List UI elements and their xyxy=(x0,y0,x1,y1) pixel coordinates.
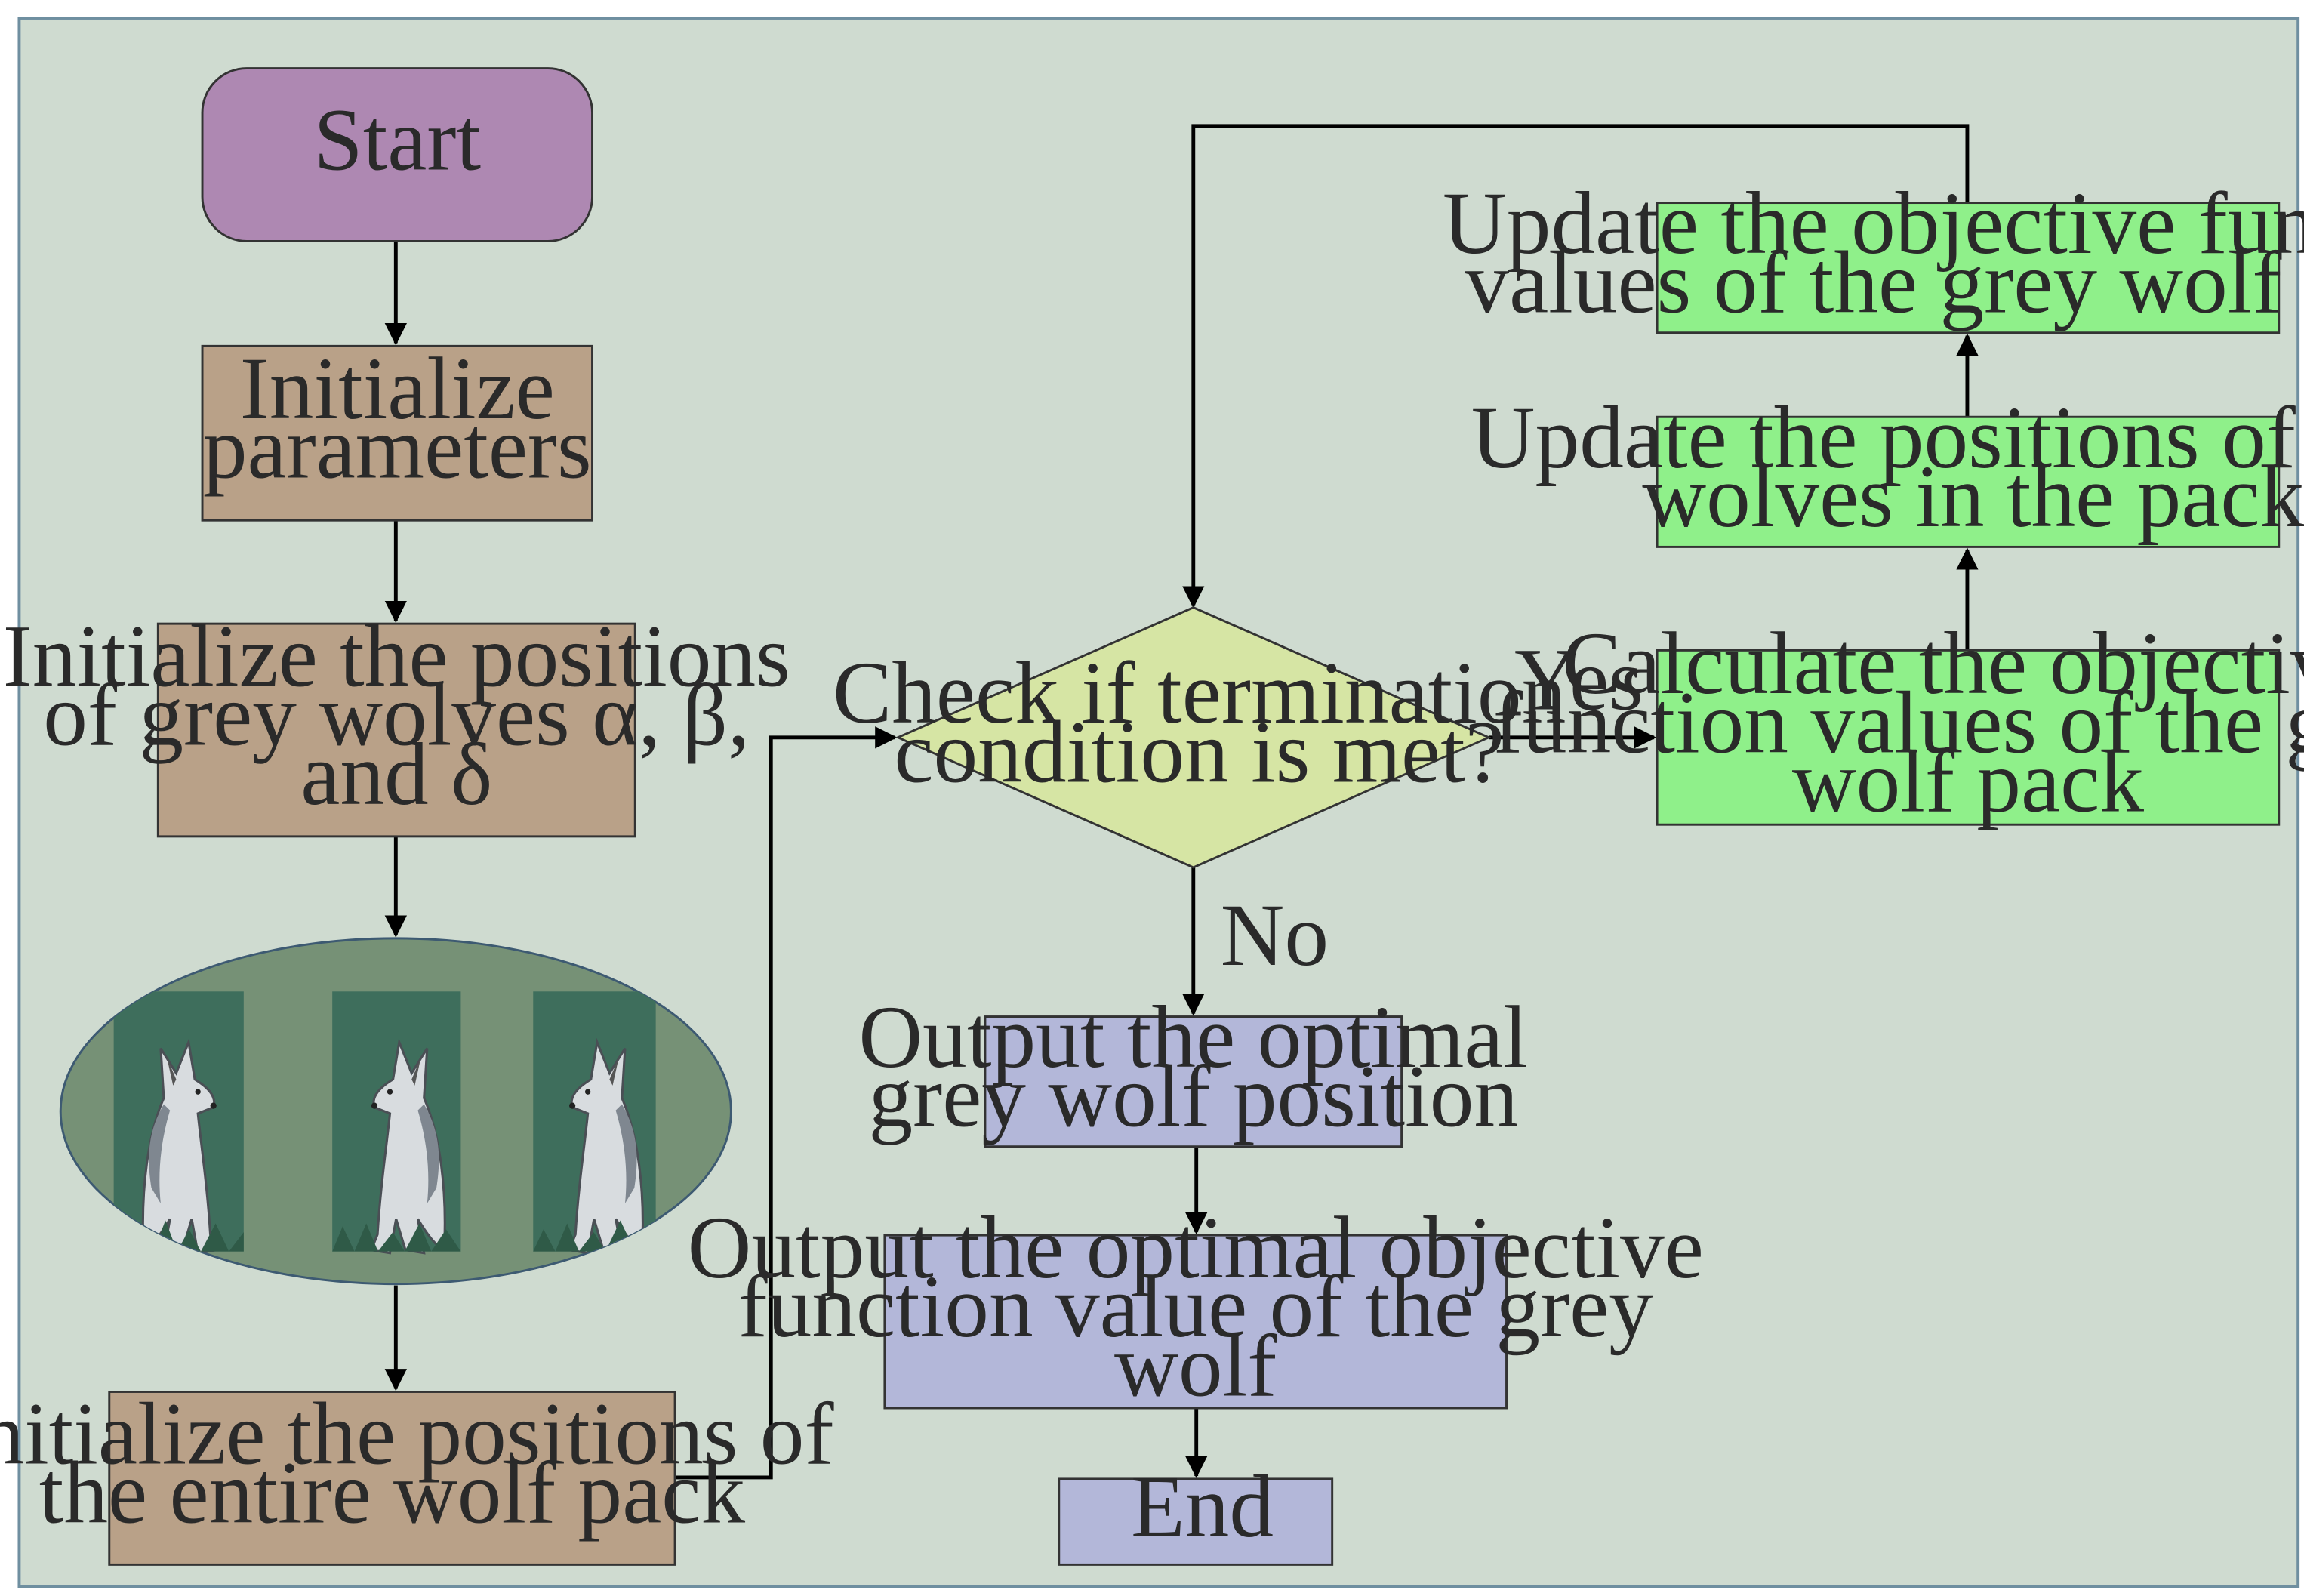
wolf-image-delta xyxy=(533,991,656,1255)
yes-label: Yes xyxy=(1514,631,1643,729)
init-params-line-2: parameters xyxy=(203,399,592,497)
calc-fitness-line-3: wolf pack xyxy=(1792,733,2144,831)
decision-line-2: condition is met? xyxy=(894,703,1504,801)
output-value-line-2: function value of the grey xyxy=(738,1258,1653,1356)
output-value-line-1: Output the optimal objective xyxy=(688,1199,1704,1297)
edge-loop-back-to-decision xyxy=(1182,124,1970,609)
connectors xyxy=(384,124,1979,1480)
wolf-image-alpha xyxy=(113,991,244,1255)
end-label: End xyxy=(1131,1458,1274,1556)
update-positions-line-1: Update the positions of grey xyxy=(1471,389,2304,487)
output-value-line-3: wolf xyxy=(1114,1317,1277,1415)
node-end: End xyxy=(1058,1458,1334,1566)
wolf-image-beta xyxy=(332,991,461,1255)
end-line-1: End xyxy=(1131,1458,1274,1556)
node-start: Start xyxy=(201,67,593,242)
init-leaders-line-1: Initialize the positions xyxy=(3,607,790,705)
calc-fitness-line-1: Calculate the objective xyxy=(1562,615,2304,713)
init-params-line-1: Initialize xyxy=(240,340,555,438)
update-fitness-line-1: Update the objective function xyxy=(1443,174,2304,273)
decision-line-1: Check if termination xyxy=(833,644,1566,742)
init-leaders-line-2: of grey wolves α, β, xyxy=(43,667,750,765)
output-position-line-1: Output the optimal xyxy=(858,988,1528,1086)
init-pack-line-1: Initialize the positions of xyxy=(0,1385,834,1483)
start-line-1: Start xyxy=(313,91,481,189)
output-position-line-2: grey wolf position xyxy=(868,1047,1518,1145)
update-positions-line-2: wolves in the pack xyxy=(1642,448,2304,546)
wolf-pack-illustration xyxy=(59,937,732,1286)
no-label: No xyxy=(1221,886,1329,984)
init-pack-line-2: the entire wolf pack xyxy=(39,1444,746,1542)
edge-init-pack-to-decision xyxy=(675,726,898,1480)
update-fitness-line-2: values of the grey wolf pack xyxy=(1465,233,2304,331)
start-label: Start xyxy=(313,91,481,189)
init-leaders-line-3: and δ xyxy=(300,726,492,824)
calc-fitness-line-2: function values of the grey xyxy=(1493,673,2304,772)
